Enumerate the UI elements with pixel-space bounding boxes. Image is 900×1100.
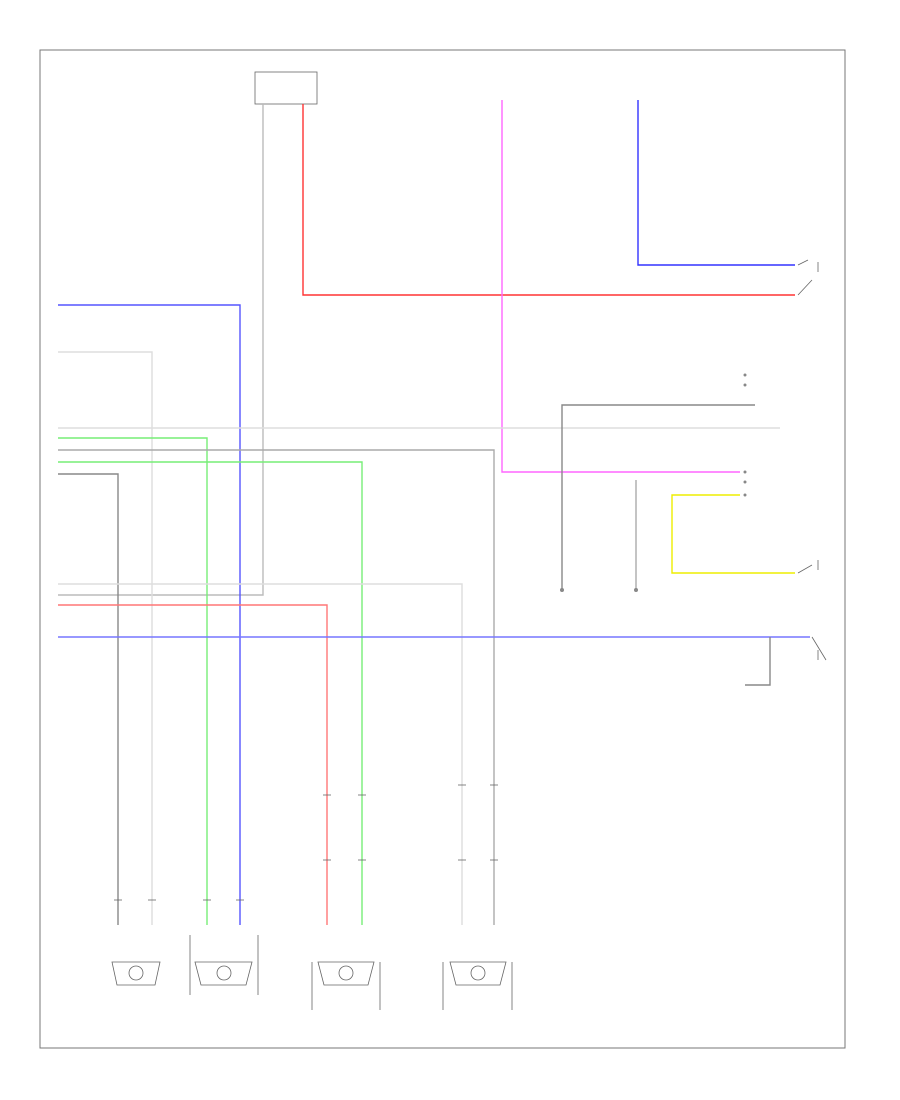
- gray-wire-right: [561, 404, 755, 520]
- gray-wire-mid: [58, 449, 495, 925]
- sensor-4: [442, 961, 513, 1010]
- light-gray-wire-left: [58, 351, 153, 925]
- green-wire-1: [58, 437, 208, 925]
- sensor-connector-ticks: [114, 784, 498, 901]
- brake-pedal-switch: [811, 636, 827, 661]
- right-connector-pins: [560, 373, 747, 592]
- stop-light-switch: [797, 259, 819, 296]
- light-gray-lower: [58, 583, 463, 925]
- gray-wire-right-4: [745, 637, 771, 686]
- gray-wire-top: [58, 104, 264, 596]
- parking-brake-switch: [797, 560, 819, 574]
- red-wire-lower: [58, 604, 328, 925]
- dark-gray-wire: [58, 473, 119, 925]
- sensor-1: [111, 961, 161, 986]
- red-wire-top: [302, 104, 795, 296]
- blue-wire-left: [58, 304, 241, 925]
- blue-wire-top-right: [637, 100, 795, 266]
- green-wire-2: [58, 461, 363, 925]
- top-component-box: [254, 71, 318, 105]
- sensor-2: [189, 935, 259, 995]
- sensor-3: [311, 961, 381, 1010]
- diagram-frame: [39, 49, 846, 1049]
- magenta-wire: [501, 100, 740, 473]
- yellow-wire: [671, 494, 795, 574]
